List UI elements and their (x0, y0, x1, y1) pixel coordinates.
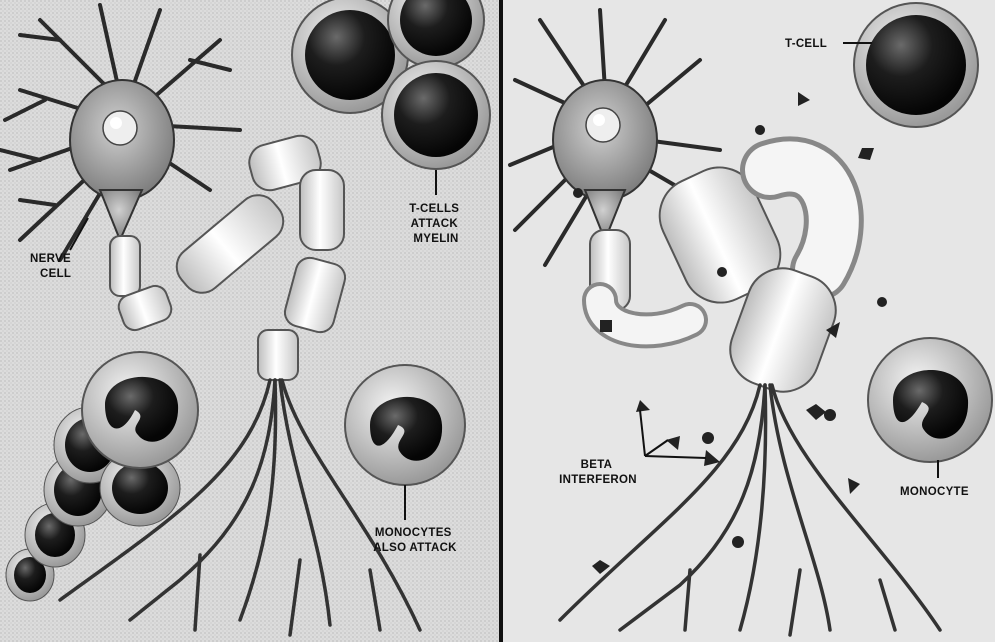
right-t-cell (854, 3, 978, 127)
label-t-cells-attack-myelin: T-CELLS ATTACK MYELIN (409, 203, 463, 245)
label-t-cell: T-CELL (785, 38, 827, 50)
label-monocyte: MONOCYTE (900, 486, 969, 498)
right-monocyte (868, 338, 992, 462)
panel-divider (499, 0, 503, 642)
